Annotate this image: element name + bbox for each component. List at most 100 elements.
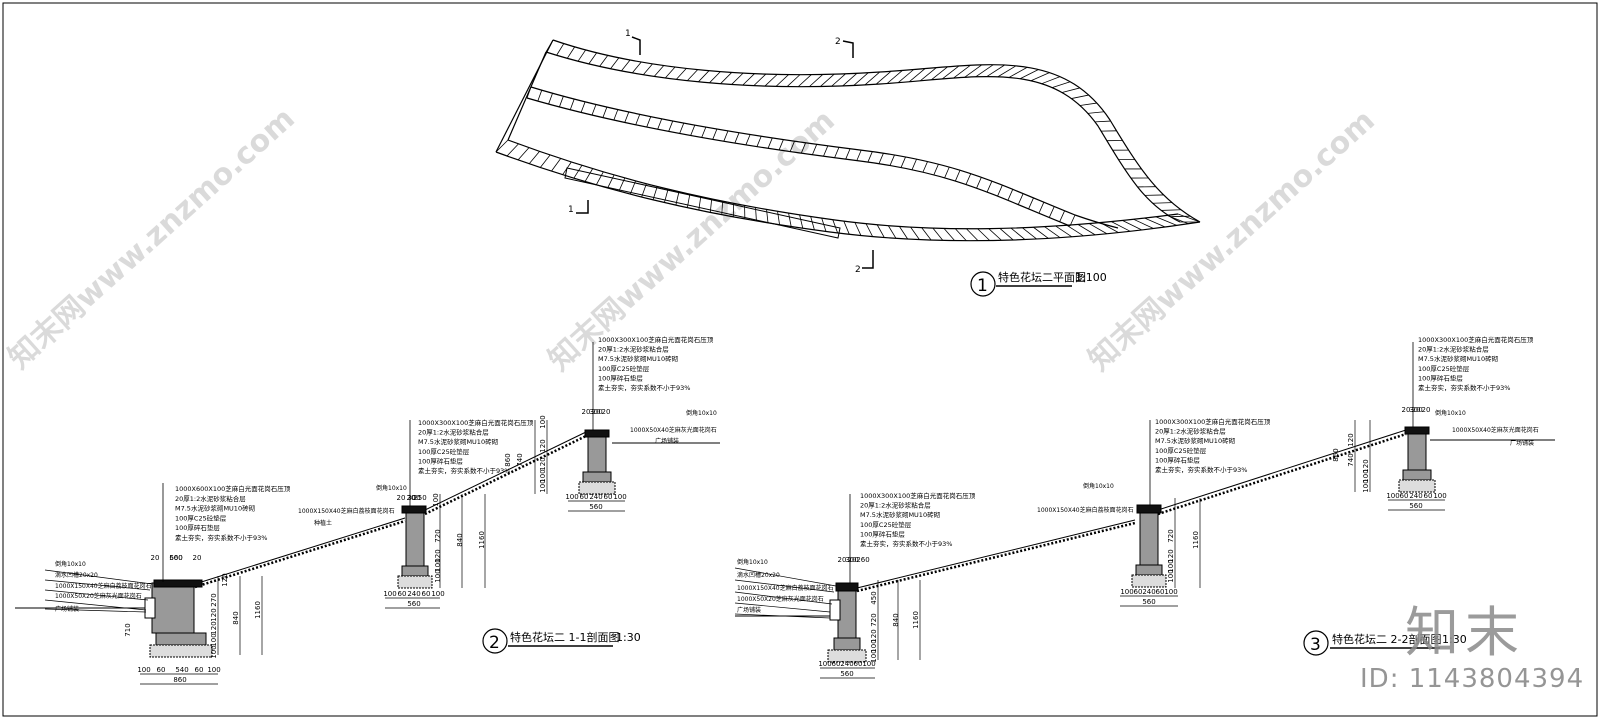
paving-tick [988,228,1002,241]
dim-text: 120 [221,573,229,586]
paving-tick [646,116,652,128]
dim-text: 20 [838,556,847,564]
s1-left-pointer-a [44,569,153,585]
plan-outer-bottom-edge [495,151,1201,242]
paving-tick [613,109,619,121]
paving-tick [1028,197,1034,210]
dim-text: 100 [1167,559,1175,572]
paving-tick [686,194,691,208]
dim-text: 840 [456,533,464,546]
paving-tick [1007,189,1014,201]
plan-paving-ticks [495,39,1201,242]
paving-tick [1022,227,1037,240]
dim-text: 270 [210,593,218,606]
note-line: 20厚1:2水泥砂浆粘合层 [860,501,931,510]
paving-tick [910,226,920,240]
dim-text: 20 [1422,406,1431,414]
paving-tick [920,67,937,82]
paving-tick [657,118,663,130]
paving-tick [1161,209,1181,211]
paving-tick [624,111,630,123]
paving-tick [528,151,540,164]
paving-tick [886,70,903,84]
s1-mid-footing [401,565,429,577]
plan-left-end-inner [507,51,547,141]
s1-left-pointer-c [44,589,149,601]
dim-text: 100 [1386,492,1399,500]
s2-left-footing [833,637,861,651]
paving-tick [1048,206,1055,218]
paving-tick [820,73,835,87]
s1-right-coping [584,429,610,438]
note-line: 20厚1:2水泥砂浆粘合层 [418,428,489,437]
paving-tick [999,228,1014,241]
paving-tick [986,180,993,193]
dim-text: 100 [539,469,547,482]
dim-text: 100 [862,660,875,668]
paving-tick [942,65,960,80]
paving-tick [767,137,773,149]
note-line: M7.5水泥砂浆砌MU10砖砌 [1418,354,1499,363]
paving-tick [789,141,795,152]
paving-tick [931,66,949,81]
s1-right-gravel [578,481,616,495]
paving-tick [652,186,658,200]
paving-tick [721,201,724,215]
note-line: 100厚碎石垫层 [1418,373,1463,382]
s1-left-wall [151,582,195,634]
cut-marker-1-top [631,36,641,55]
dim-text: 60 [422,590,431,598]
paving-tick [664,66,676,79]
plan-outer-top-edge [552,39,1201,223]
dim-text: 20 [848,556,857,564]
note-line: 100厚C25砼垫层 [175,513,227,522]
plan-title-text: 特色花坛二平面图 [998,270,1086,284]
dim-text: 560 [169,554,182,562]
note-line: M7.5水泥砂浆砌MU10砖砌 [1155,436,1236,445]
paving-tick [875,70,892,85]
paving-tick [933,164,939,176]
paving-tick [821,218,827,232]
paving-tick [900,156,906,168]
dim-total: 560 [840,670,853,678]
dim-total: 860 [173,676,186,684]
dim-text: 1160 [478,531,486,549]
s1-slope-1-soil [194,519,406,589]
note-line: 素土夯实，夯实系数不小于93% [418,466,510,475]
s2-slope-2-soil [1157,432,1407,516]
note-line: M7.5水泥砂浆砌MU10砖砌 [175,504,256,513]
s2-title-text: 特色花坛二 2-2剖面图 [1332,632,1441,646]
dim-text: 100 [818,660,831,668]
dim-text: 260 [856,556,869,564]
s2-left-pointer-a [734,567,837,587]
dim-text: 120 [1347,433,1355,446]
paving-tick [1019,69,1039,80]
paving-tick [1059,210,1065,222]
note-line: 素土夯实，夯实系数不小于93% [1418,383,1510,392]
s2-slope-1 [856,519,1136,589]
paving-tick [618,177,626,192]
note-line: 1000X300X100芝麻白光面花岗石压顶 [598,335,714,344]
paving-tick [1088,223,1108,235]
dim-text: 100 [210,633,218,646]
paving-tick [1122,220,1143,231]
dim-text: 120 [870,629,878,642]
paving-tick [853,72,869,86]
dim-text: 120 [210,608,218,621]
paving-tick [777,211,780,225]
paving-tick [1166,215,1189,225]
note-line: M7.5水泥砂浆砌MU10砖砌 [860,510,941,519]
side-label: 广场铺装 [655,437,679,445]
s1-mid-wall [405,510,425,567]
paving-tick [810,216,815,231]
dim-text: 20 [602,408,611,416]
s1-title-circle [482,628,508,654]
dim-text: 100 [207,666,220,674]
note-line: 100厚碎石垫层 [418,456,463,465]
paving-tick [664,189,669,203]
dim-text: 60 [1400,492,1409,500]
s1-mid-notes: 1000X300X100芝麻白光面花岗石压顶20厚1:2水泥砂浆粘合层M7.5水… [418,418,534,475]
paving-tick [559,96,564,108]
